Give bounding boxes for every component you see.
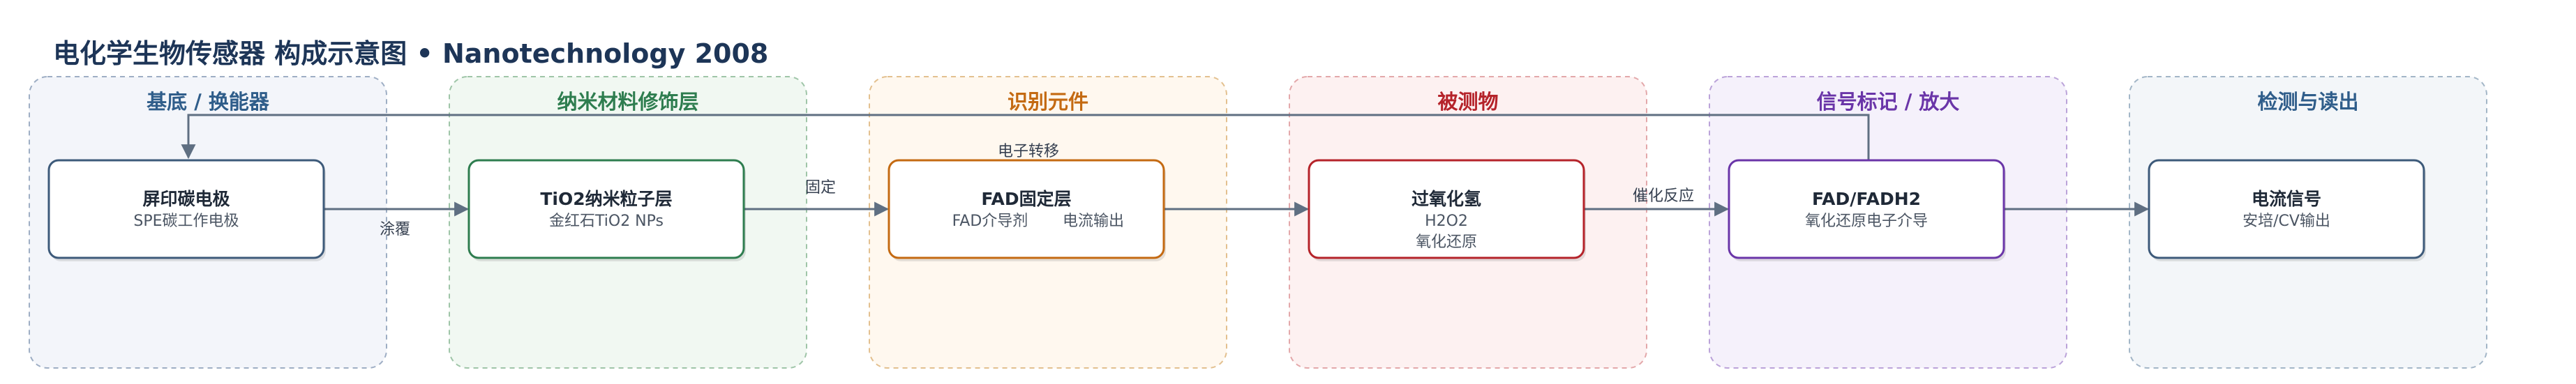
node-1[interactable]: 屏印碳电极 SPE碳工作电极 bbox=[47, 159, 326, 261]
edge-label-4: 催化反应 bbox=[1633, 187, 1694, 205]
lane-label-5: 信号标记 / 放大 bbox=[1817, 90, 1960, 114]
edge-label-1: 涂覆 bbox=[380, 221, 410, 238]
node-subtitle: SPE碳工作电极 bbox=[133, 213, 239, 230]
node-title: FAD固定层 bbox=[981, 189, 1071, 209]
node-5[interactable]: FAD/FADH2 氧化还原电子介导 bbox=[1728, 159, 2006, 261]
edge-feedback bbox=[181, 114, 1870, 160]
node-title: 过氧化氢 bbox=[1411, 189, 1481, 209]
node-subtitle: 安培/CV输出 bbox=[2242, 213, 2330, 230]
node-title: 电流信号 bbox=[2252, 189, 2321, 209]
edge-label-feedback: 电子转移 bbox=[998, 143, 1059, 160]
node-title: TiO2纳米粒子层 bbox=[540, 189, 672, 209]
node-subtitle: 电流输出 bbox=[1063, 213, 1124, 230]
node-title: FAD/FADH2 bbox=[1812, 189, 1921, 209]
node-box bbox=[1728, 159, 2005, 259]
diagram-title: 电化学生物传感器 构成示意图 • Nanotechnology 2008 bbox=[53, 38, 769, 69]
lane-label-1: 基底 / 换能器 bbox=[147, 90, 270, 114]
node-3[interactable]: FAD固定层 FAD介导剂 电流输出 bbox=[888, 159, 1166, 261]
node-title: 屏印碳电极 bbox=[142, 189, 230, 209]
node-subtitle: FAD介导剂 bbox=[952, 213, 1028, 230]
node-box bbox=[467, 159, 745, 259]
lane-label-3: 识别元件 bbox=[1008, 90, 1088, 114]
node-subtitle: 氧化还原 bbox=[1416, 233, 1477, 251]
node-subtitle: H2O2 bbox=[1425, 213, 1468, 230]
node-subtitle: 金红石TiO2 NPs bbox=[549, 213, 664, 230]
node-box bbox=[2148, 159, 2425, 259]
node-subtitle: 氧化还原电子介导 bbox=[1805, 213, 1928, 230]
edge-label-2: 固定 bbox=[805, 179, 836, 197]
node-box bbox=[47, 159, 325, 259]
lane-label-6: 检测与读出 bbox=[2257, 90, 2358, 114]
node-box bbox=[1308, 159, 1585, 259]
lane-label-2: 纳米材料修饰层 bbox=[557, 90, 698, 114]
node-4[interactable]: 过氧化氢 H2O2 氧化还原 bbox=[1308, 159, 1586, 261]
node-box bbox=[888, 159, 1165, 259]
lane-label-4: 被测物 bbox=[1437, 90, 1498, 114]
